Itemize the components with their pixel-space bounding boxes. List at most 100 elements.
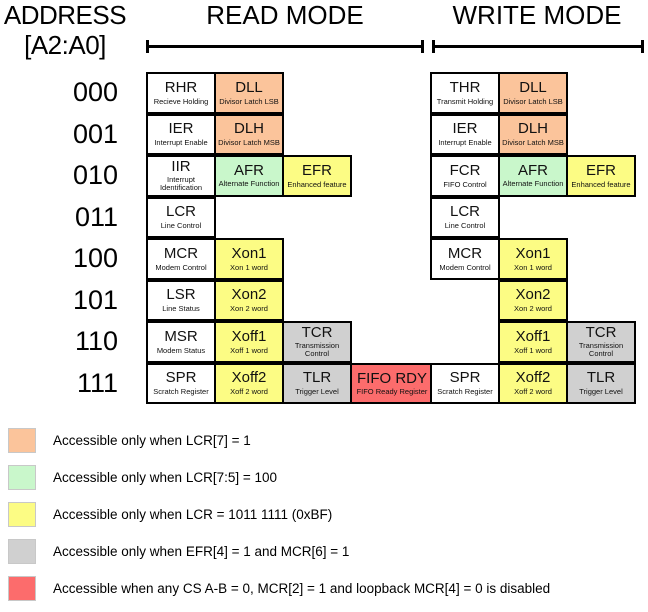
register-description: Divisor Latch LSB — [219, 96, 279, 106]
address-label: 011 — [74, 201, 118, 232]
register-description: Enhanced feature — [287, 179, 347, 189]
legend-label: Accessible only when LCR = 1011 1111 (0x… — [53, 507, 333, 522]
register-description: Transmission Control — [578, 340, 624, 359]
register-description: Line Status — [162, 304, 200, 314]
legend-label: Accessible only when EFR[4] = 1 and MCR[… — [53, 544, 350, 559]
register-description: Scratch Register — [437, 387, 493, 397]
register-description: Xon 2 word — [230, 304, 268, 314]
read-mode-header: READ MODE — [206, 0, 364, 30]
register-name: IER — [168, 120, 194, 138]
legend-label: Accessible when any CS A-B = 0, MCR[2] =… — [53, 581, 551, 596]
register-cell-empty — [282, 197, 352, 239]
address-header-line2: [A2:A0] — [24, 30, 106, 60]
register-cell-empty — [350, 321, 434, 363]
register-name: MCR — [163, 244, 199, 262]
register-name: TLR — [586, 369, 616, 387]
register-cell-empty — [566, 72, 636, 114]
register-cell-empty — [566, 114, 636, 156]
span-bar-line — [432, 45, 644, 48]
legend-label: Accessible only when LCR[7] = 1 — [53, 433, 251, 448]
register-cell-empty — [350, 72, 434, 114]
register-description: FIFO Ready Register — [356, 386, 428, 396]
address-label: 000 — [72, 77, 118, 107]
legend-row: Accessible only when LCR[7] = 1 — [8, 424, 648, 457]
legend-swatch-red — [8, 576, 36, 601]
legend-swatch-orange — [8, 428, 36, 453]
register-description: Xoff 1 word — [514, 345, 552, 355]
span-bar-right-cap — [421, 40, 424, 53]
register-name: TCR — [585, 323, 617, 341]
register-name: SPR — [165, 369, 197, 387]
register-description: Xon 2 word — [514, 304, 552, 314]
legend-swatch-yellow — [8, 502, 36, 527]
register-description: Xon 1 word — [230, 262, 268, 272]
register-description: Interrupt Enable — [438, 138, 492, 148]
register-description: FIFO Control — [443, 179, 487, 189]
legend-swatch-green — [8, 465, 36, 490]
register-description: Divisor Latch MSB — [502, 138, 564, 148]
register-name: IIR — [171, 157, 191, 175]
register-name: LSR — [166, 286, 196, 304]
address-label: 001 — [72, 118, 118, 149]
register-cell-empty — [282, 114, 352, 156]
register-description: Divisor Latch MSB — [218, 138, 280, 148]
legend-label: Accessible only when LCR[7:5] = 100 — [53, 470, 278, 485]
register-cell-empty — [282, 72, 352, 114]
register-name: FIFO RDY — [357, 369, 427, 387]
register-name: DLL — [519, 78, 547, 96]
register-cell-empty — [430, 280, 500, 322]
span-bar-right-cap — [641, 40, 644, 53]
register-description: Interrupt Enable — [154, 138, 208, 148]
register-name: AFR — [234, 162, 264, 179]
register-name: THR — [449, 78, 481, 96]
register-name: SPR — [449, 369, 481, 387]
address-label: 111 — [76, 367, 118, 398]
register-name: DLL — [235, 78, 263, 96]
